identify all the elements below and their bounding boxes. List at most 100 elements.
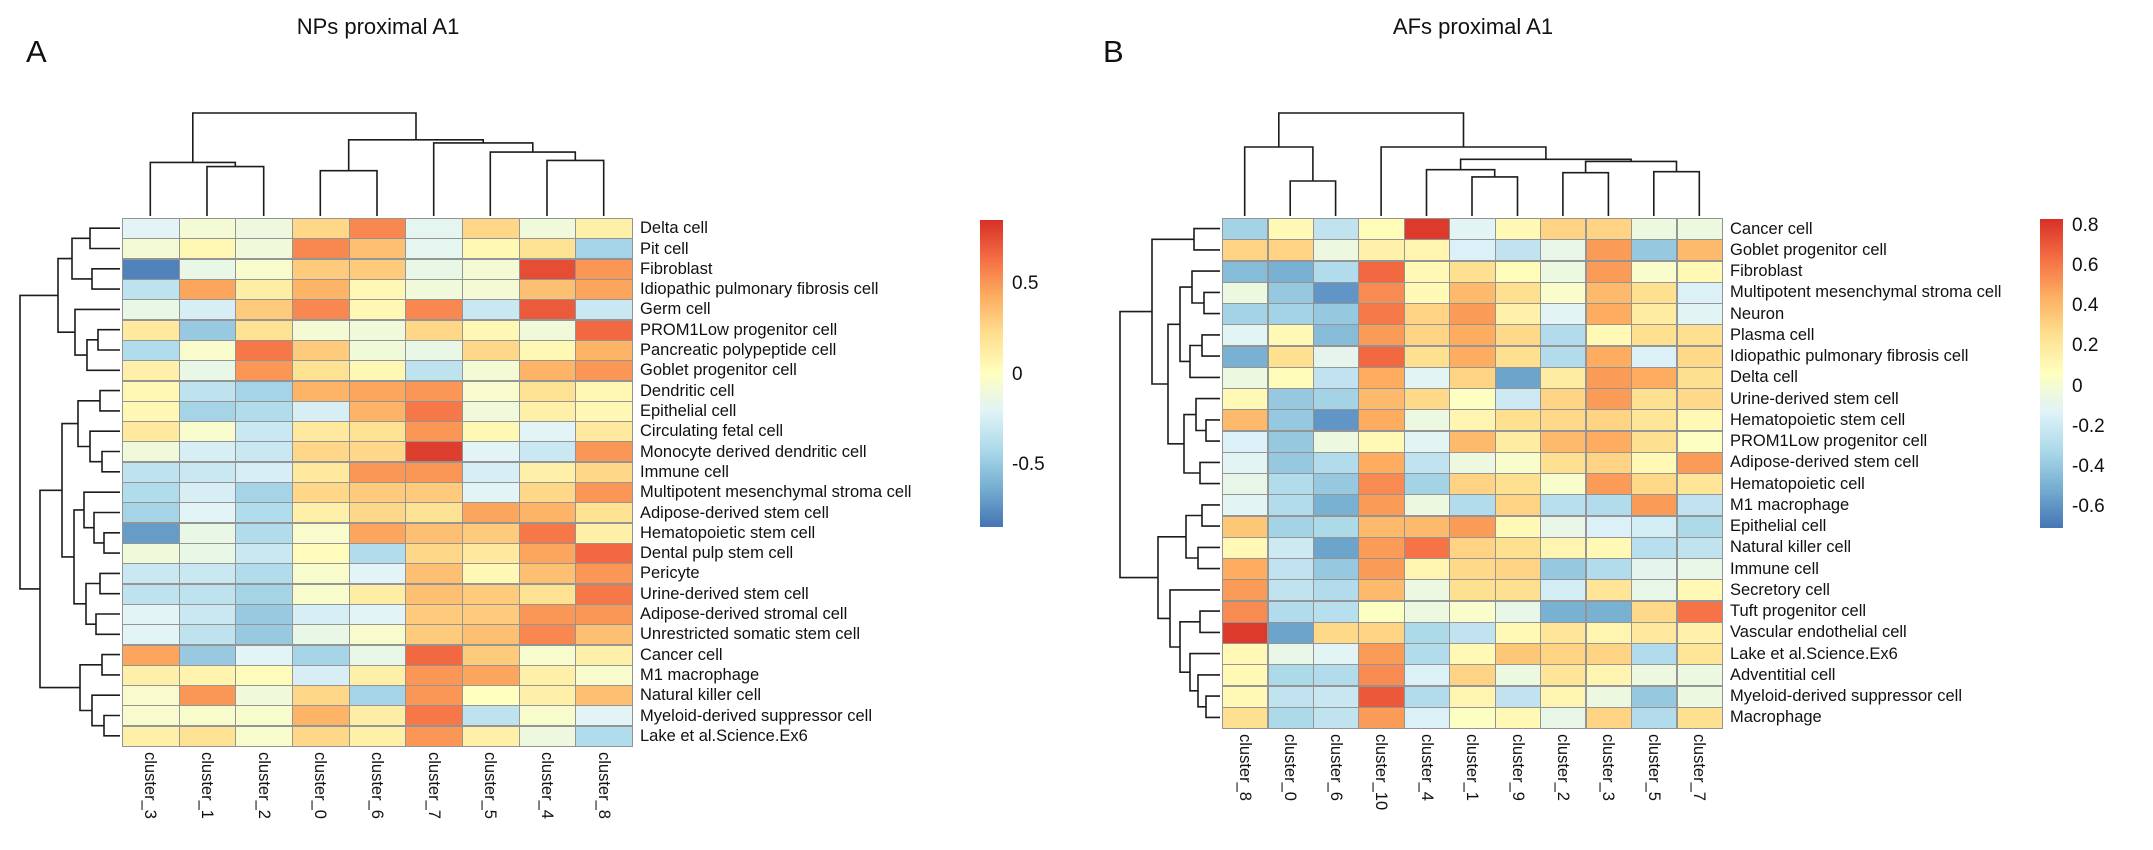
heatmap-cell (1631, 451, 1678, 474)
row-label: Urine-derived stem cell (1730, 389, 1899, 408)
heatmap-cell (1585, 515, 1632, 538)
heatmap-cell (518, 400, 577, 422)
heatmap-cell (1312, 451, 1360, 474)
row-label: Germ cell (640, 300, 711, 319)
col-label: cluster_2 (1553, 734, 1572, 801)
heatmap-cell (122, 278, 180, 300)
heatmap-cell (348, 705, 407, 727)
heatmap-cell (1403, 430, 1451, 453)
heatmap-cell (292, 563, 350, 585)
row-label: M1 macrophage (1730, 495, 1850, 514)
heatmap-cell (178, 603, 237, 625)
heatmap-cell (518, 502, 577, 524)
row-label: Goblet progenitor cell (1730, 240, 1887, 259)
heatmap-cell (122, 461, 180, 483)
heatmap-cell (518, 461, 577, 483)
heatmap-cell (1631, 366, 1678, 389)
heatmap-cell (518, 339, 577, 361)
heatmap-cell (178, 563, 237, 585)
heatmap-cell (235, 461, 293, 483)
heatmap-cell (1494, 451, 1541, 474)
heatmap-A (122, 218, 633, 747)
heatmap-cell (462, 542, 520, 564)
heatmap-cell (1267, 430, 1314, 453)
heatmap-cell (1358, 303, 1405, 326)
row-label: Epithelial cell (1730, 517, 1827, 536)
heatmap-cell (1222, 324, 1269, 347)
heatmap-cell (405, 360, 463, 382)
row-label: PROM1Low progenitor cell (640, 320, 838, 339)
col-label: cluster_7 (1690, 734, 1709, 801)
heatmap-cell (178, 644, 237, 666)
heatmap-cell (1676, 388, 1723, 411)
heatmap-cell (1222, 218, 1269, 241)
row-label: Delta cell (640, 219, 708, 238)
heatmap-cell (462, 603, 520, 625)
panel-a-label: A (26, 34, 47, 69)
colorbar-gradient (980, 220, 1003, 527)
heatmap-cell (1494, 473, 1541, 496)
heatmap-cell (1312, 260, 1360, 283)
heatmap-cell (575, 725, 633, 747)
heatmap-cell (1222, 643, 1269, 666)
heatmap-cell (462, 258, 520, 280)
heatmap-cell (1494, 494, 1541, 517)
heatmap-cell (292, 400, 350, 422)
row-label: Immune cell (640, 462, 729, 481)
heatmap-cell (235, 258, 293, 280)
heatmap-cell (1494, 218, 1541, 241)
heatmap-cell (1676, 409, 1723, 432)
heatmap-cell (1358, 685, 1405, 708)
heatmap-cell (462, 563, 520, 585)
heatmap-cell (1403, 366, 1451, 389)
heatmap-cell (405, 624, 463, 646)
heatmap-cell (1540, 409, 1587, 432)
row-label: Epithelial cell (640, 401, 737, 420)
heatmap-cell (1267, 218, 1314, 241)
col-label: cluster_6 (1326, 734, 1345, 801)
heatmap-cell (1312, 579, 1360, 602)
heatmap-cell (462, 278, 520, 300)
heatmap-cell (235, 400, 293, 422)
heatmap-cell (235, 522, 293, 544)
row-label: Adipose-derived stem cell (640, 503, 829, 522)
heatmap-cell (292, 644, 350, 666)
colorbar-tick-label: 0.4 (2072, 295, 2099, 317)
heatmap-cell (1312, 515, 1360, 538)
heatmap-cell (1540, 345, 1587, 368)
colorbar-tick-label: 0 (1012, 363, 1023, 385)
heatmap-cell (1358, 324, 1405, 347)
heatmap-cell (1267, 451, 1314, 474)
heatmap-cell (1403, 494, 1451, 517)
heatmap-cell (1540, 579, 1587, 602)
heatmap-cell (1222, 388, 1269, 411)
heatmap-cell (1312, 536, 1360, 559)
heatmap-cell (1449, 600, 1496, 623)
heatmap-cell (405, 502, 463, 524)
row-label: Pancreatic polypeptide cell (640, 341, 837, 359)
col-label: cluster_2 (254, 752, 273, 819)
heatmap-cell (348, 380, 407, 402)
heatmap-cell (1631, 685, 1678, 708)
heatmap-cell (1222, 600, 1269, 623)
heatmap-cell (575, 624, 633, 646)
heatmap-cell (1267, 579, 1314, 602)
heatmap-cell (575, 299, 633, 321)
heatmap-cell (1358, 430, 1405, 453)
row-label: Plasma cell (1730, 325, 1815, 344)
heatmap-cell (348, 624, 407, 646)
heatmap-cell (1676, 281, 1723, 304)
heatmap-cell (1267, 260, 1314, 283)
heatmap-cell (1494, 409, 1541, 432)
heatmap-cell (462, 725, 520, 747)
heatmap-cell (1449, 579, 1496, 602)
heatmap-cell (462, 461, 520, 483)
row-label: Unrestricted somatic stem cell (640, 625, 861, 644)
heatmap-cell (1631, 579, 1678, 602)
heatmap-cell (1631, 345, 1678, 368)
heatmap-cell (1222, 409, 1269, 432)
heatmap-cell (1222, 281, 1269, 304)
heatmap-cell (1676, 643, 1723, 666)
heatmap-cell (122, 421, 180, 443)
heatmap-cell (122, 725, 180, 747)
